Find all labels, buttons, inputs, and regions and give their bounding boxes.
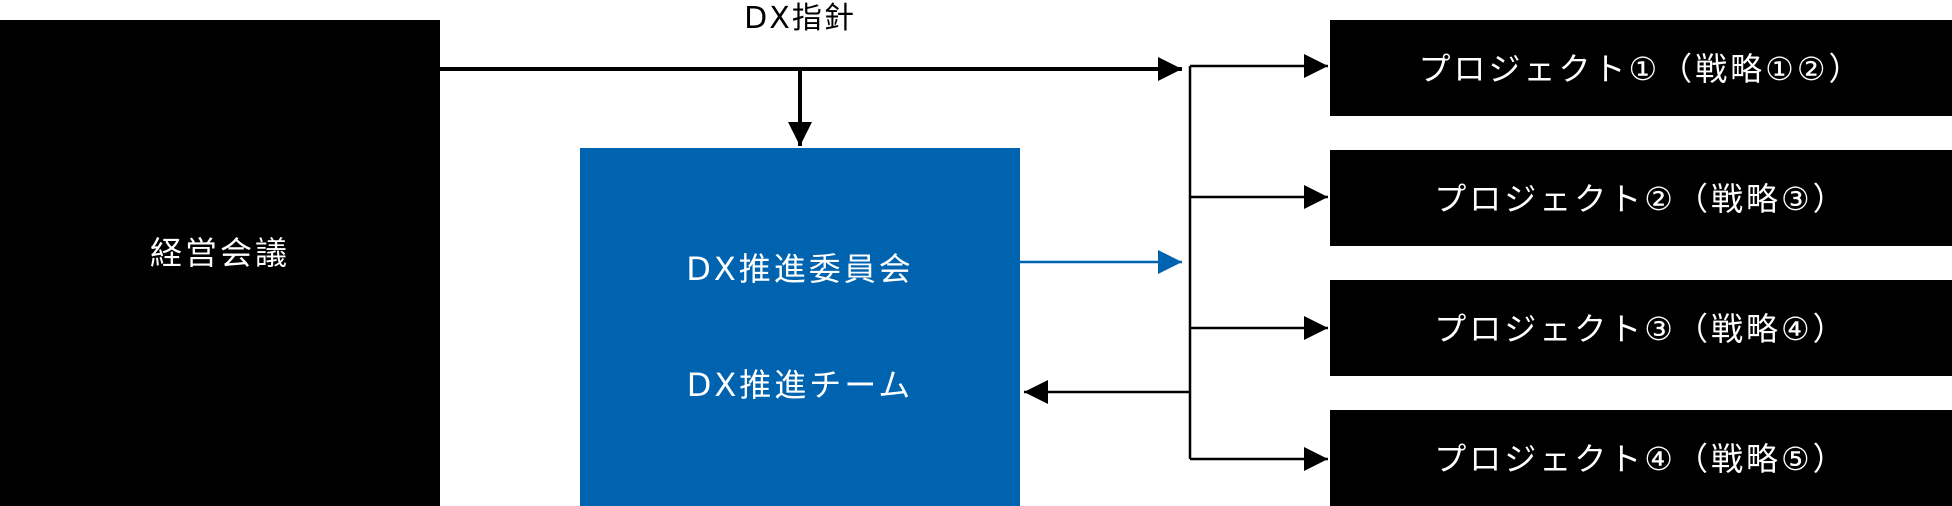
dx-team-label: DX推進チーム (687, 366, 914, 404)
project-label-3: プロジェクト③（戦略④） (1434, 310, 1847, 348)
project-box-3 (1330, 280, 1952, 376)
management-label: 経営会議 (150, 234, 290, 272)
project-label-1: プロジェクト①（戦略①②） (1418, 50, 1863, 88)
project-box-1 (1330, 20, 1952, 116)
project-box-2 (1330, 150, 1952, 246)
project-label-2: プロジェクト②（戦略③） (1434, 180, 1847, 218)
project-label-4: プロジェクト④（戦略⑤） (1434, 440, 1847, 478)
guideline-label: DX指針 (744, 1, 856, 36)
management-box (0, 20, 440, 506)
project-box-4 (1330, 410, 1952, 506)
dx-committee-label: DX推進委員会 (686, 250, 914, 288)
dx-committee-box (580, 148, 1020, 506)
